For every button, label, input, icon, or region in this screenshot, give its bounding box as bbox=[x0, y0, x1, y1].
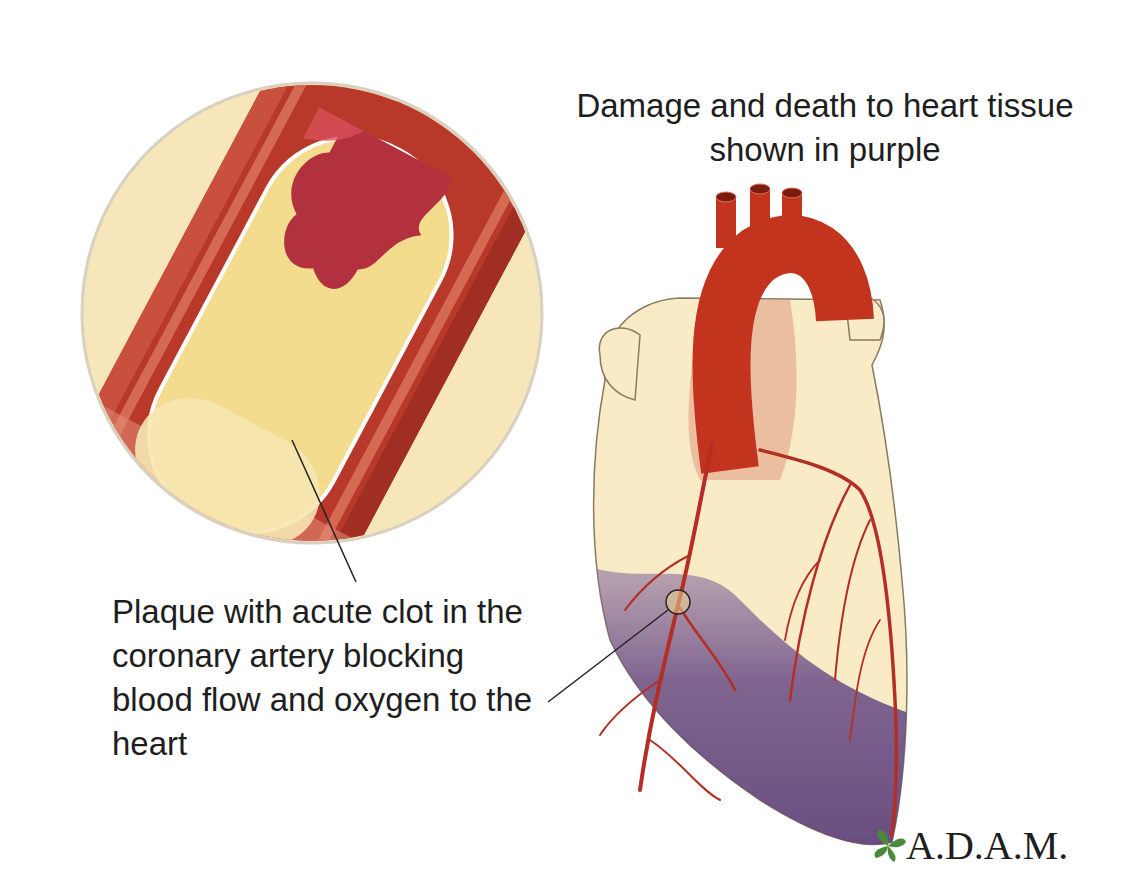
aortic-branch bbox=[750, 188, 770, 238]
aorta bbox=[721, 244, 845, 470]
aortic-branch bbox=[782, 192, 802, 244]
aortic-branch bbox=[716, 192, 736, 202]
plaque bbox=[115, 104, 485, 567]
logo-leaf bbox=[875, 830, 907, 862]
leader-line bbox=[292, 440, 356, 582]
blood-clot bbox=[256, 113, 453, 316]
aortic-branch bbox=[782, 188, 802, 198]
region-label: Damage and death to heart tissue shown i… bbox=[550, 84, 1100, 172]
atrial-appendage bbox=[599, 328, 640, 400]
leader-line bbox=[548, 610, 668, 702]
coronary-arteries bbox=[600, 445, 896, 835]
clot-highlight bbox=[303, 107, 364, 161]
blockage-marker bbox=[666, 590, 690, 614]
aortic-branch bbox=[750, 184, 770, 194]
damaged-tissue bbox=[570, 560, 930, 894]
callout-label: Plaque with acute clot in the coronary a… bbox=[112, 590, 537, 766]
watermark: A.D.A.M. bbox=[906, 822, 1106, 870]
aortic-branch bbox=[716, 196, 736, 248]
